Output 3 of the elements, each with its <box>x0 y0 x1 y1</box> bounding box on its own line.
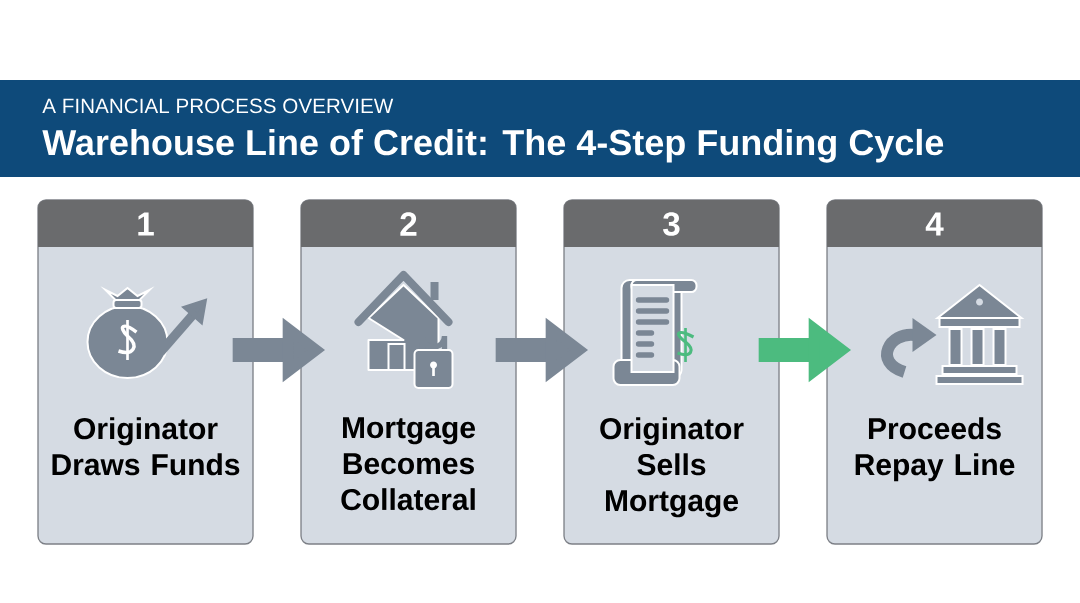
step-card: 1 Originator Draws Funds <box>37 199 254 545</box>
subtitle: A FINANCIAL PROCESS OVERVIEW <box>42 98 394 114</box>
step-card: 4 Proceeds Repay Line <box>826 199 1043 545</box>
